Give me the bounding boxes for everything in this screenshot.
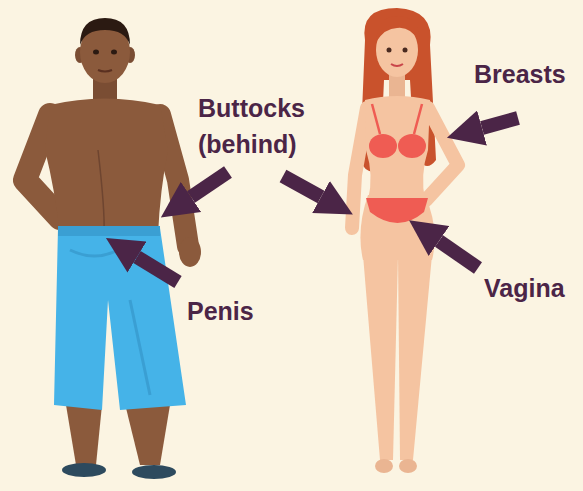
- leg: [363, 255, 398, 460]
- hand: [179, 237, 201, 267]
- male-figure: [25, 18, 201, 479]
- part-label: Vagina: [484, 270, 583, 306]
- pointer-arrow: [137, 257, 178, 282]
- foot: [399, 459, 417, 473]
- pointer-arrow: [283, 176, 321, 197]
- hair: [80, 18, 130, 45]
- body-line: [98, 150, 104, 232]
- bikini-bottom: [366, 198, 428, 223]
- mouth: [98, 70, 112, 72]
- bikini-top: [369, 134, 397, 158]
- part-label: Breasts: [474, 56, 583, 92]
- leg: [398, 255, 432, 460]
- hips: [360, 195, 434, 260]
- bikini-strap: [372, 104, 422, 134]
- waistband: [58, 226, 160, 236]
- leg: [126, 405, 170, 465]
- bikini-top: [398, 134, 426, 158]
- fold-line: [70, 250, 150, 395]
- torso: [45, 99, 168, 236]
- eye: [111, 50, 117, 55]
- foot: [375, 459, 393, 473]
- hair: [376, 16, 420, 42]
- pointer-arrow: [191, 172, 228, 197]
- pointer-arrows: [137, 118, 518, 282]
- flip-flop: [62, 463, 106, 477]
- eye: [387, 48, 392, 53]
- swim-shorts: [54, 228, 186, 410]
- part-label: Buttocks (behind): [198, 90, 323, 162]
- mouth: [391, 64, 403, 66]
- flip-flop: [132, 465, 176, 479]
- eye: [93, 50, 99, 55]
- pointer-arrow: [439, 241, 478, 268]
- arm: [426, 108, 458, 200]
- pointer-arrow: [482, 118, 518, 128]
- eye: [403, 48, 408, 53]
- leg: [66, 405, 102, 465]
- torso: [365, 96, 430, 200]
- part-label: Penis: [187, 293, 277, 329]
